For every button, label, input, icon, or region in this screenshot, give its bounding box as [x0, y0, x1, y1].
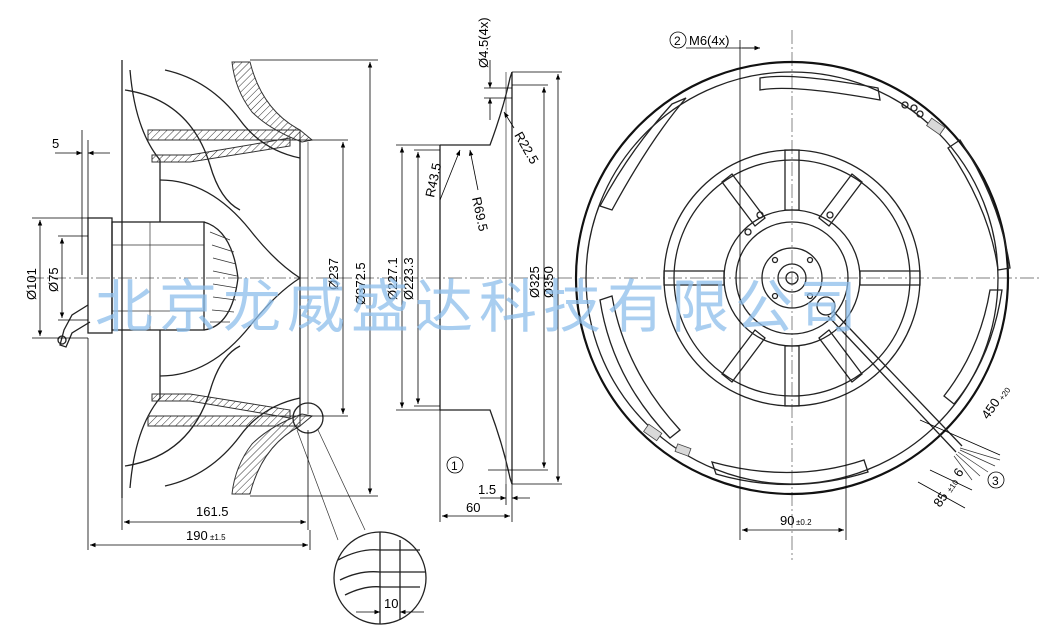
- slot-lower-right: [943, 289, 1003, 405]
- dim-m6: 2 M6(4x): [669, 31, 760, 540]
- dim-d372-5-label: Ø372.5: [353, 262, 368, 305]
- detail-view: 10: [333, 531, 427, 625]
- dim-161-5: 161.5: [121, 430, 309, 530]
- hub-holes: [744, 101, 924, 300]
- dim-5-label: 5: [52, 136, 59, 151]
- label-plate-bottom: [674, 443, 692, 457]
- slot-top: [759, 75, 881, 101]
- dim-d101-label: Ø101: [24, 268, 39, 300]
- cable: [816, 296, 1001, 481]
- slot-bottom: [710, 459, 869, 486]
- ring-profile-top: [440, 71, 513, 146]
- dim-10-label: 10: [384, 596, 398, 611]
- motor-center: [761, 247, 823, 309]
- motor-rotor: [203, 221, 239, 331]
- dim-d372-5: Ø372.5: [250, 59, 378, 497]
- dim-190-label: 190: [186, 528, 208, 543]
- dim-85-tolerance: ±10: [945, 478, 960, 494]
- dim-d75-label: Ø75: [46, 267, 61, 292]
- dim-d223-3: Ø223.3: [401, 149, 440, 407]
- dim-450-tolerance: +20: [997, 385, 1012, 402]
- dim-d325-label: Ø325: [527, 266, 542, 298]
- shaft: [777, 263, 807, 293]
- callout-1: 1: [446, 456, 512, 474]
- dim-d4-5-label: Ø4.5(4x): [476, 17, 491, 68]
- slot-upper-left: [599, 97, 687, 211]
- dim-190-tolerance: ±1.5: [210, 533, 226, 542]
- dim-60-label: 60: [466, 500, 480, 515]
- dim-161-5-label: 161.5: [196, 504, 229, 519]
- dim-5: 5: [52, 130, 110, 275]
- callout-1-label: 1: [451, 459, 458, 473]
- label-plate-top: [926, 117, 946, 136]
- callout-3-label: 3: [992, 474, 999, 488]
- dim-d237: Ø237: [300, 139, 348, 417]
- cable-gland: [59, 304, 91, 348]
- ring-profile-bottom: [440, 409, 513, 485]
- dim-90-tolerance: ±0.2: [796, 518, 812, 527]
- cable-gland-front: [816, 296, 836, 316]
- side-view: 5 Ø101 Ø75 Ø237 Ø372.5: [24, 59, 1040, 625]
- blade-top-section: [147, 129, 301, 141]
- label-plate-left: [643, 423, 663, 442]
- callout-2-label: 2: [674, 34, 681, 48]
- dim-90-label: 90: [780, 513, 794, 528]
- rotor-fins: [209, 231, 238, 323]
- cable-end: [57, 335, 67, 345]
- dim-d325: Ø325: [512, 84, 548, 471]
- spokes: [663, 149, 921, 407]
- dim-190: 190 ±1.5: [87, 338, 311, 550]
- dim-85-label: 85: [930, 489, 951, 509]
- dim-r43-5-label: R43.5: [422, 162, 444, 199]
- dim-d237-label: Ø237: [326, 258, 341, 290]
- inlet-ring-view: Ø4.5(4x) R43.5 R69.5 R22.5 Ø227.1 Ø223.3: [385, 17, 562, 522]
- dim-d75: Ø75: [46, 235, 88, 321]
- dim-1-5-label: 1.5: [478, 482, 496, 497]
- motor-body: [111, 221, 205, 331]
- dim-cable: 450 +20 6 85 ±10 3: [917, 385, 1013, 510]
- outer-ring: [574, 60, 1010, 496]
- outer-slots: [599, 75, 1011, 486]
- dim-d4-5: Ø4.5(4x): [476, 17, 512, 120]
- slot-upper-right: [947, 139, 1011, 271]
- dim-6-label: 6: [950, 465, 966, 480]
- blade-bottom-section: [147, 415, 301, 427]
- dim-90: 90 ±0.2: [742, 300, 847, 540]
- slot-lower-left: [599, 295, 681, 439]
- dim-1-5: 1.5: [478, 482, 530, 505]
- dim-d227-1: Ø227.1: [385, 144, 440, 411]
- dim-m6-label: M6(4x): [689, 33, 729, 48]
- dim-r22-5-label: R22.5: [511, 129, 541, 167]
- front-view: 2 M6(4x) 90 ±0.2 450 +20 6 85 ±10 3: [574, 30, 1013, 560]
- dim-d350-label: Ø350: [541, 266, 556, 298]
- dim-d350: Ø350: [512, 71, 562, 485]
- motor-flange: [87, 217, 113, 334]
- dim-r69-5-label: R69.5: [469, 196, 491, 233]
- dim-60: 60: [439, 410, 513, 522]
- dim-d101: Ø101: [24, 217, 88, 339]
- dim-d223-3-label: Ø223.3: [401, 257, 416, 300]
- dim-d227-1-label: Ø227.1: [385, 257, 400, 300]
